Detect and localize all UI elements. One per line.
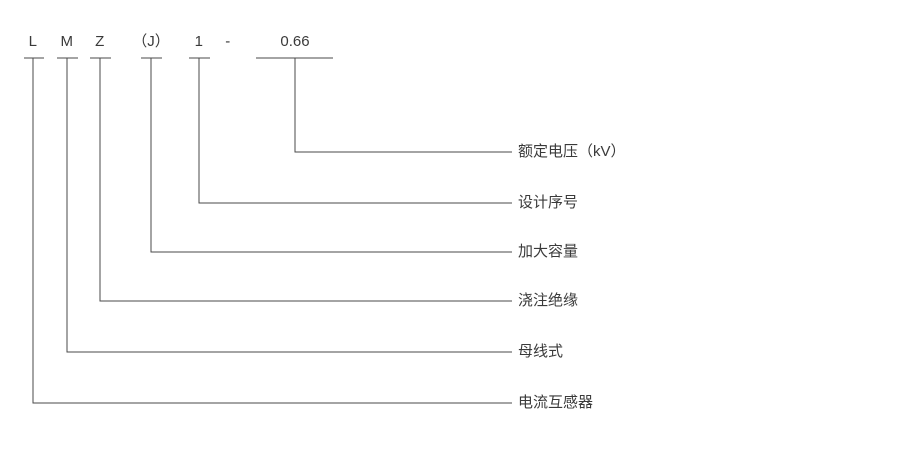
leader-line-busbar-type [66, 58, 512, 353]
callout-label-design-serial: 设计序号 [518, 194, 579, 211]
leader-line-current-transformer [32, 58, 512, 404]
leader-line-design-serial [198, 58, 512, 204]
callout-label-rated-voltage: 额定电压（kV） [518, 143, 626, 160]
model-code-z: Z [95, 33, 105, 50]
callout-label-current-transformer: 电流互感器 [518, 394, 594, 411]
model-code-j: （J） [132, 33, 170, 50]
callout-label-cast-insulation: 浇注绝缘 [518, 292, 579, 309]
model-code-rating: 0.66 [280, 33, 310, 50]
leader-line-rated-voltage [294, 58, 512, 153]
leader-line-increased-capacity [150, 58, 512, 253]
leader-line-cast-insulation [99, 58, 512, 302]
model-code-m: M [60, 33, 74, 50]
callout-label-increased-capacity: 加大容量 [518, 243, 579, 260]
model-code-one: 1 [194, 33, 204, 50]
model-code-dash: - [225, 33, 231, 50]
model-code-l: L [28, 33, 38, 50]
callout-leader-group [32, 58, 512, 404]
callout-label-busbar-type: 母线式 [518, 343, 564, 360]
